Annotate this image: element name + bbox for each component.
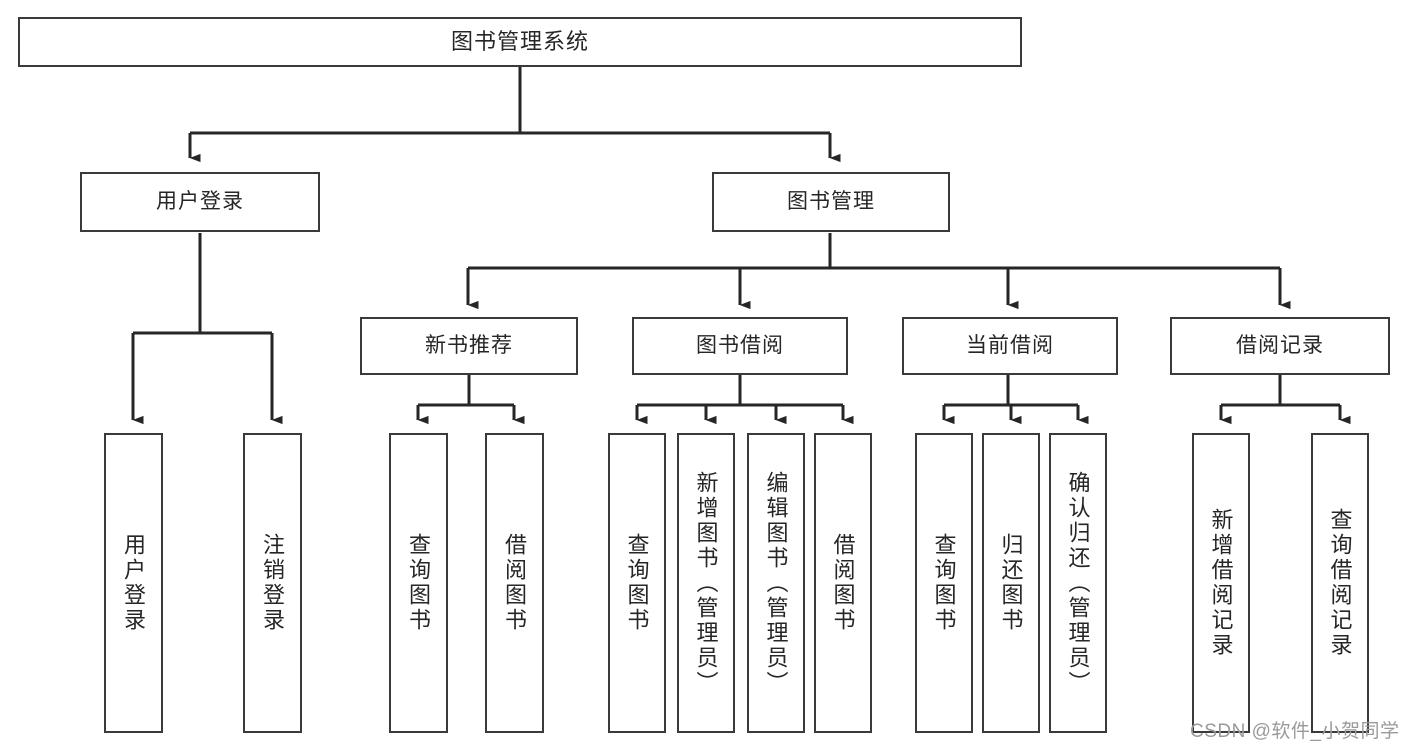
leaf-query-book-2-label: 查询图书	[624, 533, 650, 633]
node-user-login-label: 用户登录	[156, 189, 244, 213]
leaf-borrow-book-2-label: 借阅图书	[830, 533, 856, 633]
leaf-edit-book-label: 编辑图书（管理员）	[763, 470, 789, 696]
leaf-confirm-return-label: 确认归还（管理员）	[1065, 470, 1091, 696]
node-current-borrow-label: 当前借阅	[966, 333, 1054, 357]
node-user-login[interactable]: 用户登录	[80, 172, 320, 232]
leaf-borrow-book-1-label: 借阅图书	[502, 533, 528, 633]
leaf-query-book-1-label: 查询图书	[406, 533, 432, 633]
leaf-confirm-return[interactable]: 确认归还（管理员）	[1049, 433, 1107, 733]
leaf-query-record-label: 查询借阅记录	[1327, 508, 1353, 658]
leaf-query-book-3-label: 查询图书	[931, 533, 957, 633]
leaf-edit-book[interactable]: 编辑图书（管理员）	[747, 433, 805, 733]
leaf-borrow-book-2[interactable]: 借阅图书	[814, 433, 872, 733]
node-new-book-recommend[interactable]: 新书推荐	[360, 317, 578, 375]
node-current-borrow[interactable]: 当前借阅	[902, 317, 1118, 375]
leaf-logout-login-label: 注销登录	[260, 533, 286, 633]
leaf-borrow-book-1[interactable]: 借阅图书	[485, 433, 544, 733]
node-root-system-label: 图书管理系统	[450, 29, 589, 55]
leaf-query-book-3[interactable]: 查询图书	[915, 433, 973, 733]
node-root-system[interactable]: 图书管理系统	[18, 17, 1022, 67]
leaf-add-book[interactable]: 新增图书（管理员）	[677, 433, 735, 733]
leaf-logout-login[interactable]: 注销登录	[243, 433, 302, 733]
watermark-text: CSDN @软件_小贺同学	[1190, 721, 1400, 742]
leaf-query-book-2[interactable]: 查询图书	[608, 433, 666, 733]
node-borrow-record[interactable]: 借阅记录	[1170, 317, 1390, 375]
node-new-book-recommend-label: 新书推荐	[425, 333, 513, 357]
node-book-manage[interactable]: 图书管理	[712, 172, 950, 232]
node-book-manage-label: 图书管理	[787, 189, 875, 213]
node-book-borrow[interactable]: 图书借阅	[632, 317, 848, 375]
leaf-add-record-label: 新增借阅记录	[1208, 508, 1234, 658]
node-book-borrow-label: 图书借阅	[696, 333, 784, 357]
leaf-query-book-1[interactable]: 查询图书	[389, 433, 448, 733]
node-borrow-record-label: 借阅记录	[1236, 333, 1324, 357]
leaf-add-record[interactable]: 新增借阅记录	[1192, 433, 1250, 733]
leaf-return-book[interactable]: 归还图书	[982, 433, 1040, 733]
leaf-return-book-label: 归还图书	[998, 533, 1024, 633]
leaf-user-login-label: 用户登录	[121, 533, 147, 633]
leaf-query-record[interactable]: 查询借阅记录	[1311, 433, 1369, 733]
leaf-user-login[interactable]: 用户登录	[104, 433, 163, 733]
leaf-add-book-label: 新增图书（管理员）	[693, 470, 719, 696]
